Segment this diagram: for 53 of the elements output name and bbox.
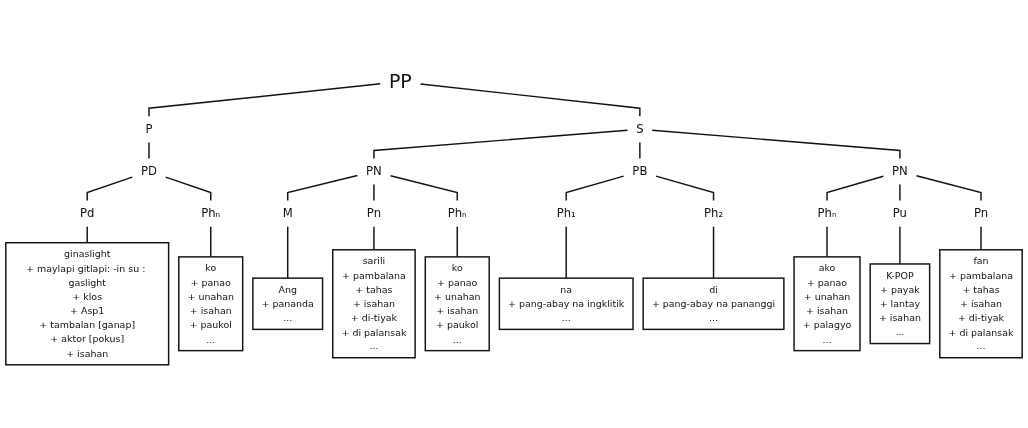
connector <box>639 141 641 160</box>
node-box <box>498 277 634 331</box>
node-text: PN <box>892 164 908 179</box>
node-box <box>793 256 861 352</box>
connector <box>826 175 885 202</box>
connector <box>565 226 567 279</box>
node-text: Pd <box>80 206 95 221</box>
node-text: Pn <box>973 206 989 221</box>
node-box <box>5 242 170 366</box>
connector <box>373 183 375 202</box>
node-text: M <box>282 206 293 221</box>
node-text: P <box>145 122 153 136</box>
node-text: PD <box>141 164 157 179</box>
node-text: PN <box>366 164 382 179</box>
connector <box>565 175 625 202</box>
node-box <box>424 256 490 352</box>
node-text: Phₙ <box>817 206 837 221</box>
node-text: Ph₁ <box>556 206 576 221</box>
connector <box>419 83 641 117</box>
connector <box>826 226 828 258</box>
node-text: PB <box>632 164 648 179</box>
connector <box>373 226 375 251</box>
node-text: Pu <box>892 206 907 221</box>
node-text: Ph₂ <box>704 206 724 221</box>
connector <box>655 175 715 202</box>
connector <box>651 129 901 160</box>
node-text: Phₙ <box>201 206 221 221</box>
connector <box>899 183 901 202</box>
node-box <box>178 256 244 352</box>
node-box <box>869 263 931 345</box>
connector <box>86 176 133 202</box>
connector <box>712 226 715 279</box>
connector <box>456 226 458 258</box>
connector <box>287 226 289 279</box>
connector <box>148 141 150 160</box>
node-box <box>939 249 1023 359</box>
connector <box>389 174 458 202</box>
connector <box>287 174 359 202</box>
node-box <box>332 249 416 359</box>
node-text: S <box>636 122 644 136</box>
node-text: Phₙ <box>447 206 467 221</box>
node-text: PP <box>388 70 412 93</box>
connector <box>899 226 901 265</box>
connector <box>164 176 212 202</box>
connector <box>86 226 88 244</box>
connector <box>373 129 629 160</box>
node-text: Pn <box>366 206 382 221</box>
connector <box>915 175 982 202</box>
connector <box>210 226 212 258</box>
node-box <box>642 277 785 331</box>
connector <box>148 83 381 117</box>
connector <box>980 226 982 251</box>
node-box <box>252 277 324 331</box>
